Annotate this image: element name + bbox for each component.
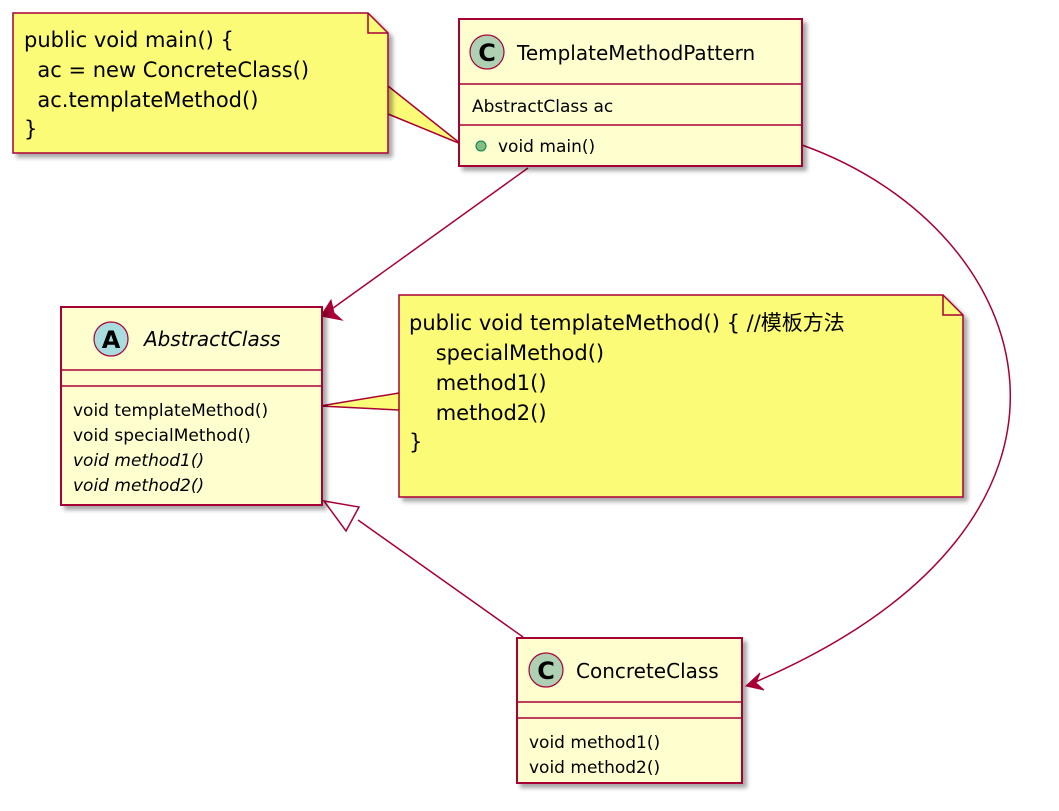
class-stereotype-letter: C [537, 657, 555, 685]
abstract-stereotype-icon [93, 321, 129, 357]
note-main [12, 12, 389, 154]
association-edge-pattern-to-abstract [328, 167, 529, 312]
note-main-text: public void main() { ac = new ConcreteCl… [24, 28, 316, 141]
note-main-line-4: } [24, 117, 37, 141]
class-method-method2: void method2() [73, 476, 204, 496]
note-template-line-1: public void templateMethod() { //模板方法 [409, 311, 845, 335]
note-template-fold [942, 295, 963, 316]
association-arrowhead-abstract [320, 298, 344, 321]
class-stereotype-icon [469, 34, 505, 70]
note-main-connector [387, 85, 462, 145]
note-main-line-2: ac = new ConcreteClass() [24, 58, 309, 82]
class-method-method1: void method1() [529, 733, 660, 753]
note-main-line-3: ac.templateMethod() [24, 88, 258, 112]
class-method-special-method: void specialMethod() [73, 426, 251, 446]
note-main-line-1: public void main() { [24, 28, 234, 52]
class-name: TemplateMethodPattern [516, 41, 755, 65]
class-abstract-class[interactable]: A AbstractClass void templateMethod() vo… [60, 306, 323, 506]
class-concrete-class[interactable]: C ConcreteClass void method1() void meth… [516, 637, 743, 784]
class-name: ConcreteClass [576, 659, 719, 683]
association-arrowhead-concrete [744, 672, 765, 691]
generalization-edge [357, 519, 524, 638]
abstract-stereotype-letter: A [102, 326, 121, 354]
public-visibility-icon [475, 140, 487, 152]
note-template [398, 294, 964, 498]
class-stereotype-icon [528, 652, 564, 688]
note-template-line-3: method1() [409, 371, 547, 395]
note-template-line-4: method2() [409, 401, 547, 425]
class-method-template-method: void templateMethod() [73, 401, 268, 421]
class-template-method-pattern-box [458, 18, 803, 167]
class-method-main: void main() [498, 137, 595, 157]
note-template-line-2: specialMethod() [409, 341, 604, 365]
note-template-body [398, 294, 964, 498]
note-template-connector [319, 392, 400, 411]
class-name: AbstractClass [142, 327, 281, 351]
association-edge-pattern-to-concrete [752, 144, 1011, 684]
class-template-method-pattern[interactable]: C TemplateMethodPattern AbstractClass ac… [458, 18, 803, 167]
class-method-method2: void method2() [529, 758, 660, 778]
class-field-ac: AbstractClass ac [472, 97, 613, 117]
note-main-body [12, 12, 389, 154]
class-method-method1: void method1() [73, 451, 204, 471]
note-template-text: public void templateMethod() { //模板方法 sp… [409, 311, 851, 454]
note-main-fold [367, 13, 388, 34]
note-template-line-5: } [409, 430, 422, 454]
generalization-triangle [322, 499, 361, 533]
edges [319, 85, 1011, 691]
class-stereotype-letter: C [478, 39, 496, 67]
